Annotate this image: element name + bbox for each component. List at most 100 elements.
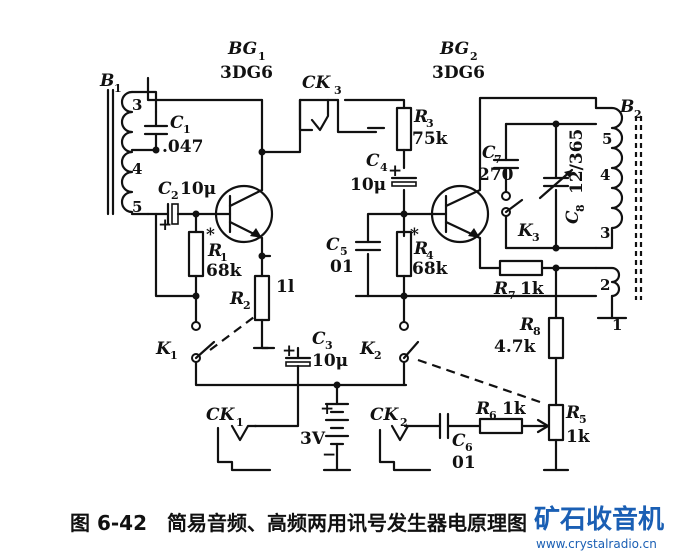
- r3-name: R: [413, 107, 428, 127]
- ck2-sub: 2: [400, 416, 408, 429]
- ck3-sub: 3: [334, 84, 342, 97]
- b2-pin-4: 4: [600, 166, 610, 184]
- capacitor-c7: C 7 270: [478, 143, 520, 185]
- capacitor-c3: + C 3 10μ: [282, 329, 348, 371]
- c4-name: C: [366, 151, 380, 171]
- watermark-url: www.crystalradio.cn: [536, 537, 657, 551]
- b1-pin-5: 5: [132, 198, 142, 216]
- r8-name: R: [519, 315, 534, 335]
- junction-dots: [152, 120, 560, 389]
- watermark-logo: 矿石收音机: [534, 504, 664, 535]
- resistor-r4: * R 4 68k: [395, 225, 449, 279]
- r1-name: R: [207, 241, 222, 261]
- resistor-r8: R 8 4.7k: [494, 315, 565, 360]
- ck2-name: CK: [370, 405, 400, 425]
- c3-name: C: [312, 329, 326, 349]
- ck1-name: CK: [206, 405, 236, 425]
- c6-sub: 6: [465, 441, 473, 454]
- c3-value: 10μ: [312, 351, 348, 371]
- r1-sub: 1: [220, 251, 228, 264]
- r5-value: 1k: [566, 427, 591, 447]
- r4-star: *: [410, 225, 419, 245]
- r3-sub: 3: [426, 117, 434, 130]
- capacitor-c6: C 6 01: [438, 412, 476, 473]
- capacitor-c2: + C 2 10μ: [158, 179, 216, 235]
- resistor-r3: R 3 75k: [395, 106, 449, 152]
- battery-minus: −: [322, 445, 336, 465]
- r5-name: R: [565, 403, 580, 423]
- c2-name: C: [158, 179, 172, 199]
- r4-value: 68k: [412, 259, 449, 279]
- c1-value: .047: [162, 137, 203, 157]
- potentiometer-r5: R 5 1k: [536, 403, 591, 447]
- switch-k2: K 2: [359, 321, 420, 363]
- r8-value: 4.7k: [494, 337, 537, 357]
- k3-name: K: [517, 221, 534, 241]
- r8-sub: 8: [533, 325, 541, 338]
- figure-caption: 图 6-42 简易音频、高频两用讯号发生器电原理图: [70, 511, 527, 535]
- b1-pin-3: 3: [132, 96, 142, 114]
- b2-pin-3: 3: [600, 224, 610, 242]
- bg1-sub: 1: [258, 50, 266, 63]
- b2-pin-5: 5: [602, 130, 612, 148]
- capacitor-c5: C 5 01: [326, 235, 382, 277]
- c4-value: 10μ: [350, 175, 386, 195]
- bg1-name: BG: [227, 39, 257, 59]
- jack-ck2: CK 2: [370, 405, 432, 472]
- b1-name: B: [99, 71, 114, 91]
- r7-name: R: [493, 279, 508, 299]
- r1-value: 68k: [206, 261, 243, 281]
- c2-value: 10μ: [180, 179, 216, 199]
- bg2-sub: 2: [470, 50, 478, 63]
- r1-star: *: [206, 225, 215, 245]
- r2-sub: 2: [243, 299, 251, 312]
- c7-value: 270: [478, 165, 514, 185]
- c5-name: C: [326, 235, 340, 255]
- c4-plus: +: [388, 161, 402, 181]
- c4-sub: 4: [380, 161, 388, 174]
- transistor-bg1: BG 1 3DG6: [213, 39, 274, 244]
- transformer-b1: B 1 3 4 5: [99, 71, 150, 216]
- c8-name: C: [563, 210, 583, 224]
- c1-sub: 1: [183, 123, 191, 136]
- b2-name: B: [619, 97, 634, 117]
- r7-sub: 7: [508, 289, 516, 302]
- c3-plus: +: [282, 341, 296, 361]
- c7-name: C: [482, 143, 496, 163]
- switch-k1: K 1: [155, 321, 216, 363]
- r4-sub: 4: [426, 249, 434, 262]
- jack-ck3: CK 3: [298, 73, 378, 134]
- capacitor-c4: + C 4 10μ: [350, 151, 418, 195]
- r6-value: 1k: [502, 399, 527, 419]
- c7-sub: 7: [494, 153, 502, 166]
- transformer-b2: B 2 5 4 3 2 1: [594, 97, 643, 334]
- resistor-r2: R 2 1l: [229, 274, 295, 322]
- battery-value: 3V: [300, 429, 326, 449]
- r6-name: R: [475, 399, 490, 419]
- k2-sub: 2: [374, 349, 382, 362]
- bg2-model: 3DG6: [432, 63, 485, 83]
- resistor-r1: * R 1 68k: [187, 225, 243, 281]
- c8-sub: 8: [574, 204, 587, 212]
- b1-sub: 1: [114, 82, 122, 95]
- battery-plus: +: [320, 399, 334, 419]
- capacitor-c8: C 8 12/365: [538, 129, 587, 224]
- b2-sub: 2: [634, 108, 642, 121]
- r7-value: 1k: [520, 279, 545, 299]
- switch-k3: K 3: [501, 191, 540, 244]
- c6-value: 01: [452, 453, 476, 473]
- watermark-backdrop: [528, 492, 698, 555]
- b2-pin-2: 2: [600, 276, 610, 294]
- r4-name: R: [413, 239, 428, 259]
- k3-sub: 3: [532, 231, 540, 244]
- c2-sub: 2: [171, 189, 179, 202]
- r2-value: 1l: [276, 277, 295, 297]
- bg1-model: 3DG6: [220, 63, 273, 83]
- c5-value: 01: [330, 257, 354, 277]
- r5-sub: 5: [579, 413, 587, 426]
- c5-sub: 5: [340, 245, 348, 258]
- c6-name: C: [452, 431, 466, 451]
- r6-sub: 6: [489, 409, 497, 422]
- transistor-bg2: BG 2 3DG6: [428, 39, 490, 244]
